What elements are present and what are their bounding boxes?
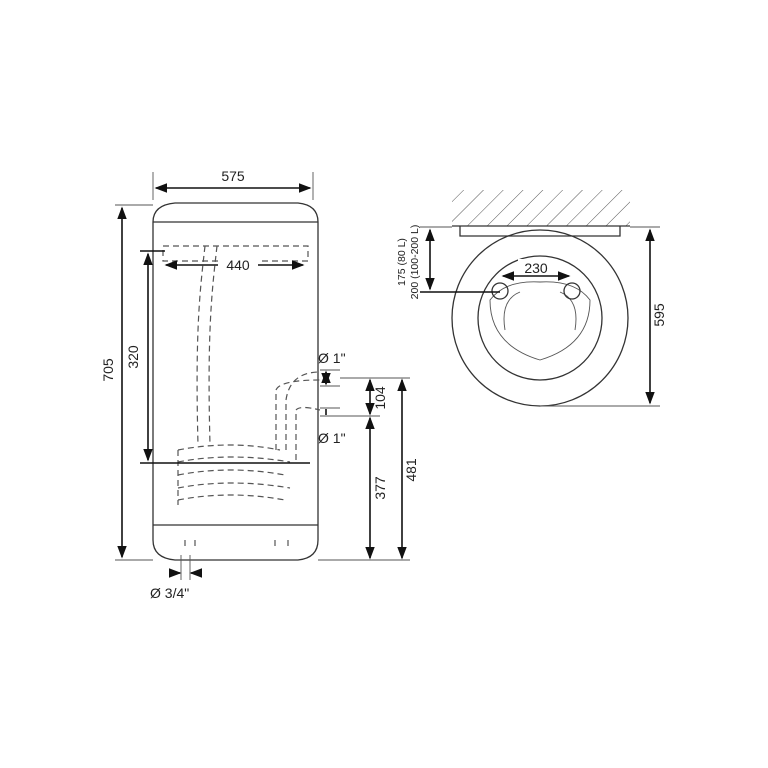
coil-spacing-label: 104 — [372, 386, 388, 410]
height-label: 705 — [100, 358, 116, 382]
mounting-bracket — [459, 226, 621, 237]
drain-label: Ø 3/4" — [150, 585, 189, 601]
bottom-connections — [184, 540, 289, 550]
upper-height-label: 481 — [403, 458, 419, 482]
connection-top-label: Ø 1" — [318, 350, 346, 366]
width-label: 575 — [221, 168, 245, 184]
wall-distance-label-1: 175 (80 L) — [396, 238, 408, 286]
connection-bottom-label: Ø 1" — [318, 430, 346, 446]
heating-coil — [177, 371, 321, 505]
connection-hole-left — [491, 282, 509, 300]
front-view: 575 705 440 320 Ø 1" Ø 1" 104 377 481 — [100, 168, 419, 601]
depth-label: 595 — [651, 303, 667, 327]
inner-height-label: 320 — [125, 345, 141, 369]
top-view: 230 175 (80 L) 200 (100-200 L) 595 — [396, 190, 667, 407]
tank-inner-outline — [477, 255, 603, 381]
anode-rod — [196, 245, 206, 446]
connection-hole-right — [563, 282, 581, 300]
wall-hatching — [452, 190, 630, 226]
hole-spacing-label: 230 — [524, 260, 548, 276]
inner-width-label: 440 — [226, 257, 250, 273]
lower-height-label: 377 — [372, 476, 388, 500]
tank-body — [152, 202, 319, 561]
flange-cover — [489, 281, 591, 361]
wall-distance-label-2: 200 (100-200 L) — [409, 225, 421, 300]
